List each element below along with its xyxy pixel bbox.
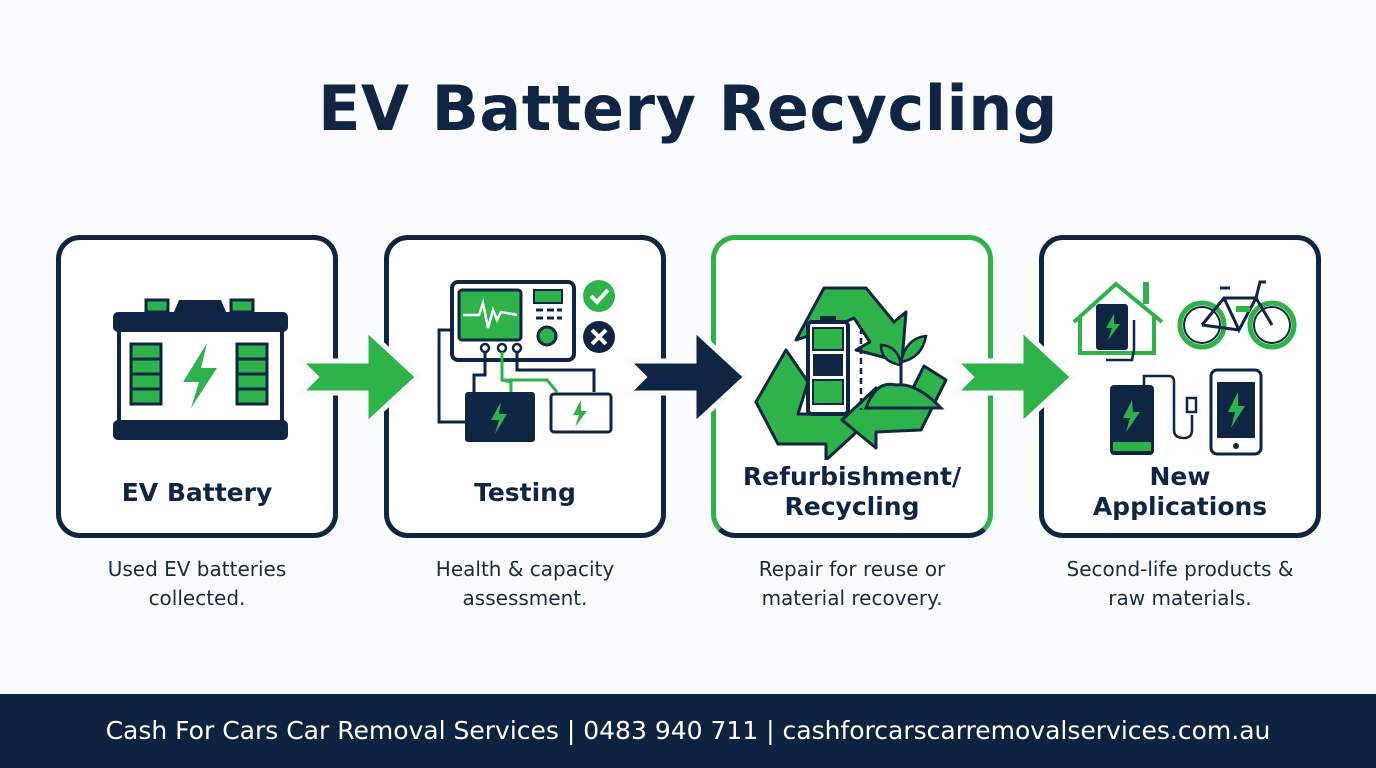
- description-line: collected.: [148, 586, 246, 610]
- step-label: Testing: [474, 478, 576, 507]
- step-label: New Applications: [1044, 462, 1316, 522]
- label-line: Applications: [1092, 492, 1268, 521]
- step-card-new-applications: New Applications: [1039, 235, 1321, 538]
- arrow-right-icon: [951, 325, 1077, 429]
- devices-icon: [1072, 280, 1297, 456]
- label-line: Recycling: [784, 492, 920, 521]
- description-line: Health & capacity: [435, 557, 615, 581]
- step-label: Refurbishment/ Recycling: [716, 462, 988, 522]
- step-card-ev-battery: EV Battery: [56, 235, 338, 538]
- step-description: Second-life products & raw materials.: [1039, 555, 1321, 613]
- label-line: Refurbishment/: [742, 462, 962, 491]
- step-description: Used EV batteries collected.: [56, 555, 338, 613]
- step-description: Health & capacity assessment.: [384, 555, 666, 613]
- battery-tester-icon: [437, 280, 615, 442]
- description-line: material recovery.: [761, 586, 943, 610]
- label-line: New: [1149, 462, 1211, 491]
- page-title: EV Battery Recycling: [318, 72, 1058, 145]
- description-line: Used EV batteries: [107, 557, 287, 581]
- car-battery-icon: [113, 298, 288, 440]
- description-line: raw materials.: [1108, 586, 1252, 610]
- description-line: assessment.: [462, 586, 588, 610]
- arrow-right-icon: [624, 325, 750, 429]
- recycle-icon: [754, 286, 948, 460]
- footer-contact-bar: Cash For Cars Car Removal Services | 048…: [0, 694, 1376, 768]
- step-label: EV Battery: [121, 478, 273, 507]
- step-description: Repair for reuse or material recovery.: [711, 555, 993, 613]
- description-line: Second-life products &: [1066, 557, 1294, 581]
- step-card-recycling: Refurbishment/ Recycling: [711, 235, 993, 538]
- arrow-right-icon: [296, 325, 422, 429]
- description-line: Repair for reuse or: [758, 557, 946, 581]
